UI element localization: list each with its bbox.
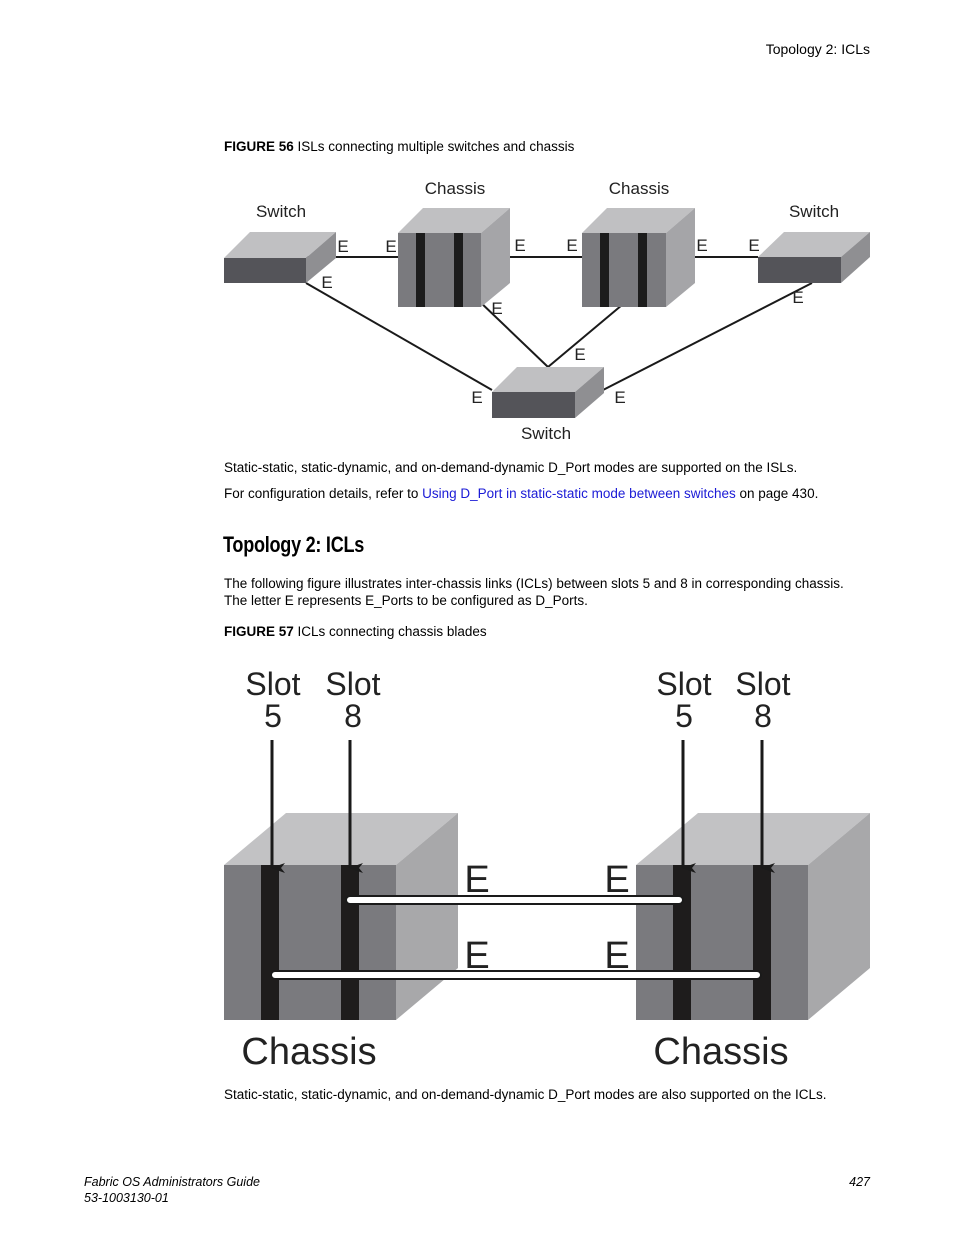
slot-number-8: 8 [344,698,362,734]
d-port-static-link[interactable]: Using D_Port in static-static mode betwe… [422,486,736,501]
isl-support-paragraph: Static-static, static-dynamic, and on-de… [224,460,798,475]
port-label: E [385,237,396,256]
figure-56-caption-text: ISLs connecting multiple switches and ch… [297,139,575,154]
port-label: E [321,273,332,292]
figure-57-diagram: Slot 5 Slot 8 Slot 5 Slot 8 E E E E Chas… [224,666,870,1073]
port-label: E [696,236,707,255]
chassis-right [636,813,870,1020]
switch-left-label: Switch [256,202,306,221]
slot-label: Slot [735,666,790,702]
slot-arrows [270,740,775,873]
footer-page-number: 427 [849,1175,870,1189]
switch-bottom-label: Switch [521,424,571,443]
switch-left [224,232,336,283]
port-label: E [792,288,803,307]
port-label: E [337,237,348,256]
port-label: E [614,388,625,407]
chassis-2 [582,208,695,307]
slot-label: Slot [325,666,380,702]
section-intro: The following figure illustrates inter-c… [224,575,884,609]
figure-56-caption: FIGURE 56 ISLs connecting multiple switc… [224,139,574,154]
section-intro-line-2: The letter E represents E_Ports to be co… [224,593,588,608]
port-label: E [574,345,585,364]
footer-doc-number: 53-1003130-01 [84,1191,169,1205]
config-details-paragraph: For configuration details, refer to Usin… [224,485,884,502]
config-details-suffix: on page 430. [735,486,819,501]
chassis-2-label: Chassis [609,179,669,198]
slot-number-5: 5 [264,698,282,734]
figure-57-caption-text: ICLs connecting chassis blades [297,624,487,639]
footer-doc-title: Fabric OS Administrators Guide [84,1175,260,1189]
port-label: E [604,935,629,977]
figure-57-caption: FIGURE 57 ICLs connecting chassis blades [224,624,487,639]
slot-number-5: 5 [675,698,693,734]
switch-bottom [492,367,604,418]
port-label: E [748,236,759,255]
running-header: Topology 2: ICLs [765,41,870,57]
chassis-left-label: Chassis [241,1031,376,1073]
chassis-left [224,813,458,1020]
icl-support-paragraph: Static-static, static-dynamic, and on-de… [224,1087,827,1102]
section-intro-line-1: The following figure illustrates inter-c… [224,576,844,591]
figure-56-diagram: Switch Chassis Chassis Switch Switch E E… [224,179,870,443]
chassis-1-label: Chassis [425,179,485,198]
port-label: E [471,388,482,407]
slot-label: Slot [245,666,300,702]
chassis-right-label: Chassis [653,1031,788,1073]
port-label: E [514,236,525,255]
port-label: E [566,236,577,255]
slot-number-8: 8 [754,698,772,734]
section-title: Topology 2: ICLs [223,532,365,557]
port-label: E [464,935,489,977]
figure-56-label: FIGURE 56 [224,139,294,154]
slot-label: Slot [656,666,711,702]
figure-57-label: FIGURE 57 [224,624,294,639]
switch-right [758,232,870,283]
switch-right-label: Switch [789,202,839,221]
chassis-1 [398,208,510,307]
config-details-prefix: For configuration details, refer to [224,486,423,501]
port-label: E [464,859,489,901]
port-label: E [604,859,629,901]
icl-links [270,895,762,980]
port-label: E [491,299,502,318]
